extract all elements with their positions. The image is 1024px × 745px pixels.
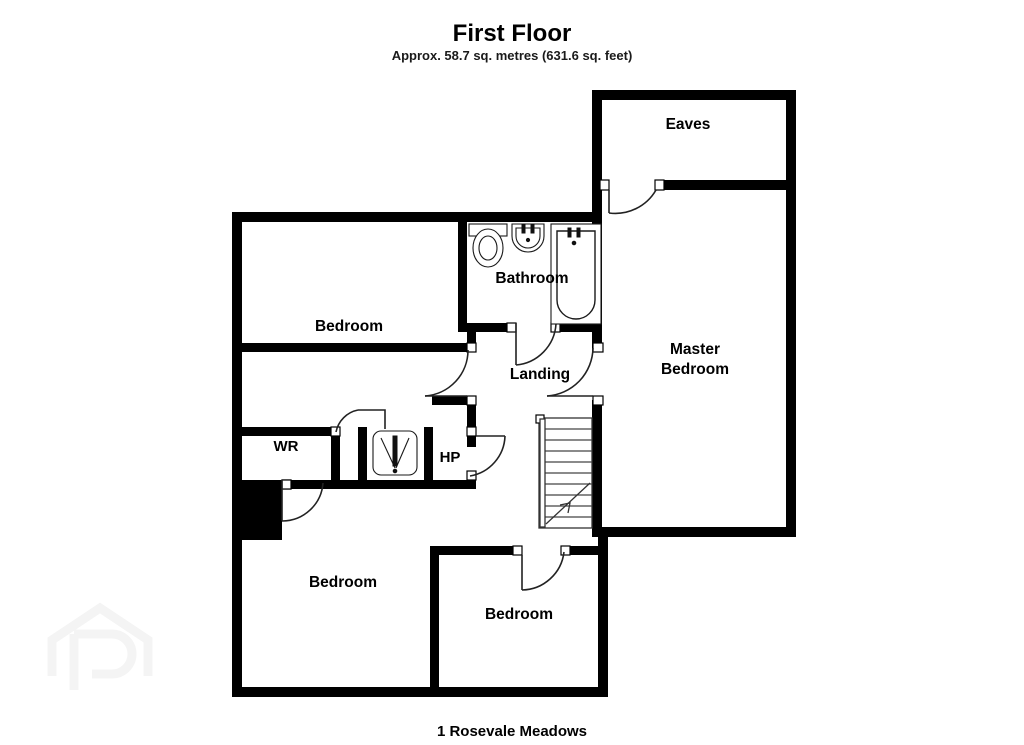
room-label-bathroom: Bathroom bbox=[495, 270, 568, 287]
room-label-hot-press: HP bbox=[440, 449, 461, 466]
room-label-landing: Landing bbox=[510, 366, 570, 383]
toilet-fixture bbox=[468, 223, 508, 268]
room-label-eaves: Eaves bbox=[666, 116, 711, 133]
door-hot-press[interactable] bbox=[466, 426, 506, 481]
door-master-bedroom[interactable] bbox=[546, 342, 604, 406]
door-bathroom[interactable] bbox=[506, 322, 561, 366]
page-subtitle: Approx. 58.7 sq. metres (631.6 sq. feet) bbox=[391, 48, 633, 63]
door-bedroom-top-left[interactable] bbox=[424, 342, 477, 406]
house-p-logo bbox=[47, 602, 153, 690]
sink-fixture bbox=[511, 223, 545, 253]
room-label-master-bedroom-line2: Bedroom bbox=[661, 361, 729, 378]
staircase bbox=[535, 414, 593, 529]
door-bedroom-bottom-right[interactable] bbox=[512, 545, 571, 591]
room-label-wardrobe: WR bbox=[274, 438, 299, 455]
door-wardrobe[interactable] bbox=[281, 479, 324, 522]
room-label-bedroom-bottom-left: Bedroom bbox=[309, 574, 377, 591]
light-fixture bbox=[372, 430, 418, 476]
room-label-bedroom-bottom-right: Bedroom bbox=[485, 606, 553, 623]
door-eaves[interactable] bbox=[599, 179, 665, 215]
solid-block-notch bbox=[232, 480, 282, 540]
property-address: 1 Rosevale Meadows bbox=[436, 723, 588, 740]
room-label-bedroom-top-left: Bedroom bbox=[315, 318, 383, 335]
page-title: First Floor bbox=[452, 20, 572, 47]
room-label-master-bedroom-line1: Master bbox=[670, 341, 720, 358]
door-airing-cupboard[interactable] bbox=[330, 409, 386, 437]
bathtub-fixture bbox=[550, 223, 602, 325]
